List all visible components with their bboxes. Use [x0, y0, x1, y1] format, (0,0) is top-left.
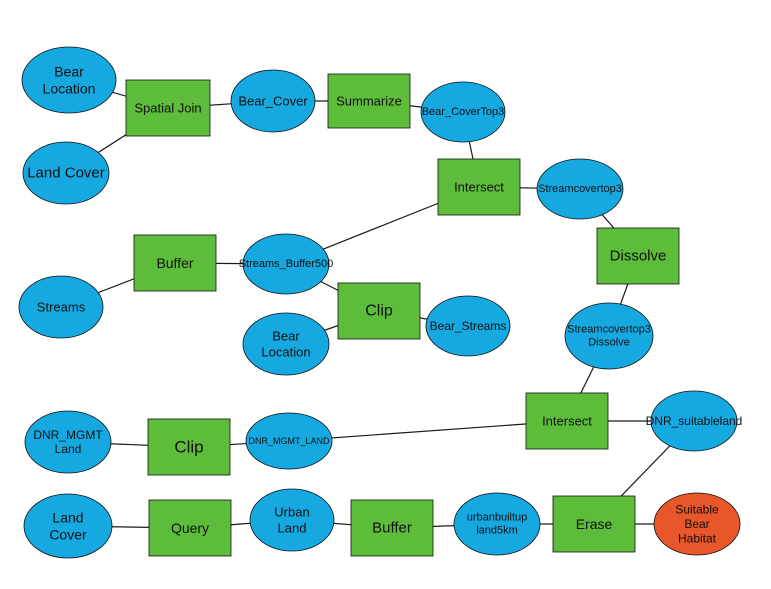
node-label: Habitat [678, 531, 717, 545]
node-bear-streams: Bear_Streams [425, 295, 511, 357]
data-ellipse [420, 81, 506, 143]
node-label: Location [43, 80, 96, 96]
node-clip-2: Clip [147, 418, 231, 476]
node-label: Dissolve [610, 248, 667, 265]
data-ellipse [245, 412, 333, 470]
node-buffer-1: Buffer [133, 234, 217, 292]
data-ellipse [242, 233, 330, 295]
data-ellipse [453, 492, 541, 556]
tool-box [133, 234, 217, 292]
result-ellipse [653, 492, 741, 556]
node-bear-covertop3: Bear_CoverTop3 [420, 81, 506, 143]
node-label: Suitable [675, 503, 719, 517]
node-label: Streamcovertop3 [538, 183, 622, 195]
node-label: Spatial Join [134, 101, 201, 116]
node-label: Land Cover [27, 165, 105, 182]
data-ellipse [249, 488, 335, 552]
node-streams-buffer500: Streams_Buffer500 [239, 233, 334, 295]
node-erase: Erase [552, 495, 636, 553]
data-ellipse [536, 158, 624, 220]
data-ellipse [230, 69, 316, 133]
node-label: Buffer [156, 255, 193, 271]
node-spatial-join: Spatial Join [125, 79, 211, 137]
tool-box [525, 392, 609, 450]
node-label: Land [55, 442, 82, 456]
node-label: DNR_suitableland [646, 414, 743, 428]
node-label: Erase [576, 516, 613, 532]
tool-box [350, 499, 434, 557]
node-clip-1: Clip [337, 282, 421, 340]
data-ellipse [21, 46, 117, 114]
node-label: Query [171, 520, 209, 536]
data-ellipse [650, 390, 738, 452]
node-label: Bear [54, 64, 84, 80]
node-label: Bear [272, 329, 300, 344]
data-ellipse [564, 302, 654, 370]
node-label: Bear_CoverTop3 [422, 106, 505, 118]
node-label: DNR_MGMT_LAND [248, 436, 330, 446]
node-label: Streams_Buffer500 [239, 258, 334, 270]
data-ellipse [22, 141, 110, 205]
node-label: Streamcovertop3 [567, 323, 651, 335]
tool-box [148, 499, 232, 557]
tool-box [147, 418, 231, 476]
node-label: Bear_Streams [430, 319, 507, 333]
node-intersect-2: Intersect [525, 392, 609, 450]
node-dnr-suitableland: DNR_suitableland [646, 390, 743, 452]
tool-box [596, 227, 680, 285]
tool-box [552, 495, 636, 553]
node-land-cover-1: Land Cover [22, 141, 110, 205]
node-dissolve: Dissolve [596, 227, 680, 285]
node-label: Intersect [454, 180, 504, 195]
node-label: Land [278, 520, 307, 535]
node-label: Intersect [542, 414, 592, 429]
node-label: Urban [274, 505, 309, 520]
node-label: Location [261, 344, 310, 359]
node-dnr-mgmt-land: DNR_MGMT_LAND [245, 412, 333, 470]
node-label: Cover [49, 526, 87, 542]
tool-box [327, 73, 411, 129]
node-label: Summarize [336, 94, 402, 109]
node-label: urbanbuiltup [467, 511, 528, 523]
data-ellipse [18, 275, 104, 339]
data-ellipse [23, 493, 113, 559]
node-summarize: Summarize [327, 73, 411, 129]
node-query: Query [148, 499, 232, 557]
node-buffer-2: Buffer [350, 499, 434, 557]
data-ellipse [425, 295, 511, 357]
node-label: Bear [684, 517, 709, 531]
node-label: Dissolve [588, 337, 630, 349]
node-label: Land [52, 510, 83, 526]
node-label: Bear_Cover [238, 94, 308, 109]
edge-dnr-mgmt-land-to-intersect-2 [288, 420, 568, 442]
node-label: Clip [365, 303, 393, 320]
node-intersect-1: Intersect [437, 158, 521, 216]
node-label: Streams [37, 300, 86, 315]
tool-box [437, 158, 521, 216]
node-label: Buffer [372, 520, 412, 537]
tool-box [337, 282, 421, 340]
tool-box [125, 79, 211, 137]
node-streamcovertop3: Streamcovertop3 [536, 158, 624, 220]
node-urbanbuiltup-land5km: urbanbuiltup land5km [453, 492, 541, 556]
data-ellipse [24, 410, 112, 474]
node-bear-cover: Bear_Cover [230, 69, 316, 133]
node-streams: Streams [18, 275, 104, 339]
data-ellipse [242, 312, 330, 376]
node-label: land5km [476, 525, 518, 537]
node-label: DNR_MGMT [33, 428, 103, 442]
node-label: Clip [174, 438, 203, 457]
